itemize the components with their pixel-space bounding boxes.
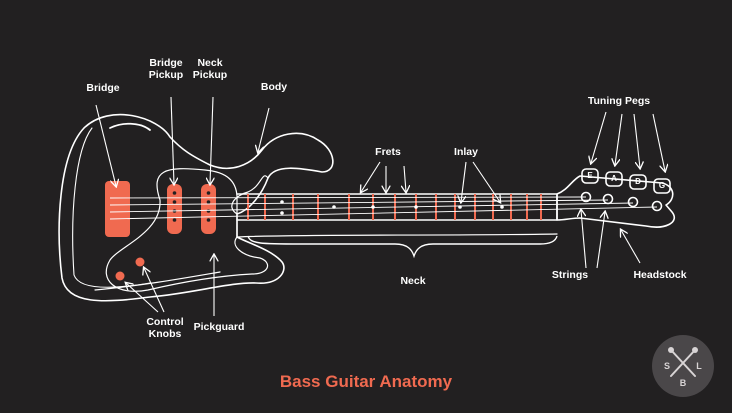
- string: [109, 199, 609, 206]
- label-strings: Strings: [551, 269, 589, 281]
- tuning-peg-a: [605, 171, 623, 187]
- inlay-dot: [280, 211, 284, 215]
- neck-pickup: [201, 184, 216, 234]
- arrow-neck-pickup: [210, 96, 213, 184]
- peg-note-g: G: [658, 181, 666, 190]
- string: [109, 196, 587, 199]
- arrow-tuning-e: [591, 111, 607, 163]
- arrow-frets-1: [361, 161, 381, 192]
- label-tuning-pegs: Tuning Pegs: [587, 95, 651, 107]
- arrow-tuning-a: [615, 113, 623, 165]
- control-knob: [115, 271, 125, 281]
- arrow-tuning-g: [652, 113, 665, 171]
- bridge-plate: [105, 181, 130, 237]
- label-bridge: Bridge: [86, 82, 120, 94]
- logo-letter-s: S: [663, 361, 671, 371]
- string: [109, 202, 634, 213]
- body-bottom-trim: [94, 271, 221, 291]
- body-outline: [58, 113, 334, 302]
- string: [109, 206, 658, 220]
- headstock-outline: [556, 175, 675, 228]
- label-neck: Neck: [400, 275, 426, 287]
- pickup-poles: [172, 191, 211, 222]
- label-frets: Frets: [375, 146, 401, 158]
- strings: [109, 196, 658, 220]
- peg-note-a: A: [611, 174, 617, 183]
- tuner-post: [602, 193, 614, 205]
- body-highlight: [109, 122, 151, 131]
- arrow-inlay-1: [461, 161, 467, 202]
- arrow-strings-1: [581, 210, 587, 269]
- arrow-knob-2: [144, 268, 165, 313]
- label-neck-pickup: Neck Pickup: [192, 57, 228, 81]
- arrow-tuning-d: [633, 113, 640, 168]
- label-pickguard: Pickguard: [193, 321, 245, 333]
- neck-brace: [247, 235, 558, 259]
- logo-letter-b: B: [679, 378, 687, 388]
- label-inlay: Inlay: [454, 146, 478, 158]
- neck-heel-contour: [236, 233, 558, 238]
- logo-badge: S L B: [652, 335, 714, 397]
- label-control-knobs: Control Knobs: [146, 316, 184, 340]
- arrow-inlay-2: [472, 161, 500, 202]
- crossed-tuners-icon: [668, 347, 698, 377]
- tuning-peg-d: [629, 174, 647, 190]
- tuner-post: [627, 196, 639, 208]
- bridge-pickup: [167, 184, 182, 234]
- peg-note-e: E: [587, 171, 593, 180]
- inlay-dot: [500, 205, 504, 209]
- arrow-knob-1: [126, 283, 159, 313]
- pickguard-outline: [105, 168, 269, 292]
- arrow-headstock: [621, 230, 641, 264]
- arrow-bridge: [95, 104, 116, 186]
- peg-note-d: D: [635, 177, 641, 186]
- inlay-dot: [371, 205, 375, 209]
- label-headstock: Headstock: [633, 269, 687, 281]
- tuning-peg-g: [653, 178, 671, 194]
- tuning-peg-e: [581, 168, 599, 184]
- tuner-post: [651, 200, 663, 212]
- label-body: Body: [260, 81, 288, 93]
- arrow-bridge-pickup: [171, 96, 174, 184]
- arrow-strings-2: [596, 212, 605, 269]
- control-knob: [135, 257, 145, 267]
- logo-letter-l: L: [696, 361, 702, 371]
- arrow-frets-3: [404, 165, 406, 192]
- diagram-title: Bass Guitar Anatomy: [279, 372, 453, 391]
- arrow-body: [258, 107, 270, 152]
- label-bridge-pickup: Bridge Pickup: [148, 57, 184, 81]
